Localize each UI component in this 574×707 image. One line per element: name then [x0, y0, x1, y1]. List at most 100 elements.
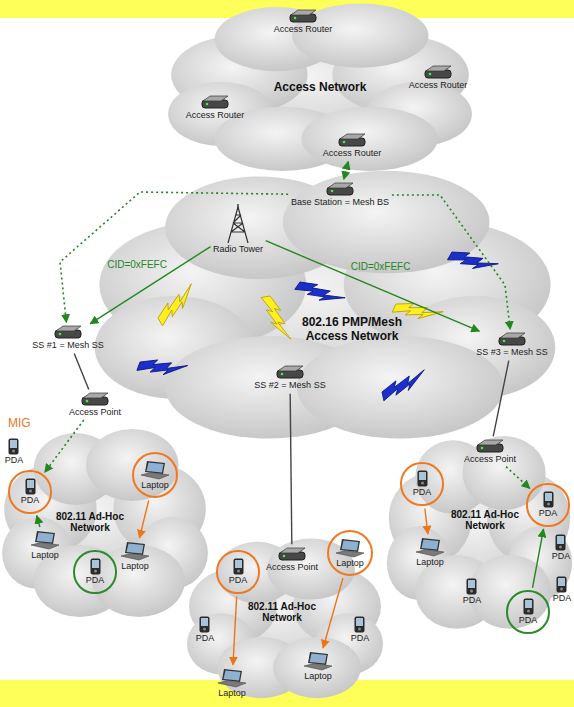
pda-body — [25, 479, 35, 495]
cloud-title-box: 802.11 Ad-Hoc Network — [50, 511, 130, 534]
device-label: Access Point — [464, 454, 516, 464]
router-device: SS #1 = Mesh SS — [32, 325, 103, 350]
laptop-icon — [121, 541, 149, 561]
router-led — [59, 333, 62, 336]
network-cloud: 802.11 Ad-Hoc NetworkAccess PointPDALapt… — [0, 425, 210, 625]
laptop-screen — [222, 669, 242, 682]
tower-frame — [228, 207, 248, 243]
network-cloud: 802.11 Ad-Hoc Network Access PointPDA Lapt… — [185, 535, 385, 705]
laptop-base — [304, 663, 332, 670]
label-box: MIG — [8, 416, 31, 430]
pda-device: PDA — [463, 578, 482, 605]
router-led — [429, 73, 432, 76]
router-device: Access Point — [266, 547, 318, 572]
cloud-lobe — [92, 545, 184, 617]
pda-body — [543, 492, 553, 508]
cloud-title: 802.11 Ad-Hoc Network — [50, 511, 130, 534]
laptop-base — [121, 553, 149, 560]
cloud-lobe — [273, 637, 361, 698]
laptop-screen — [420, 538, 440, 551]
router-top — [203, 96, 228, 101]
pda-device: PDA — [196, 616, 215, 643]
device-label: Laptop — [336, 558, 364, 568]
pda-device: PDA — [216, 550, 259, 593]
device-label: PDA — [21, 495, 40, 505]
router-icon — [277, 547, 307, 562]
laptop-screen — [308, 652, 328, 665]
pda-screen — [201, 618, 208, 626]
pda-button — [94, 570, 97, 573]
pda-button — [559, 546, 562, 549]
router-icon — [475, 439, 505, 454]
pda-button — [12, 450, 15, 453]
cloud-title: 802.11 Ad-Hoc Network — [445, 509, 525, 532]
router-top — [340, 134, 365, 139]
callout-label: MIG — [8, 416, 31, 430]
pda-button — [560, 588, 563, 591]
router-device: Base Station = Mesh BS — [291, 182, 389, 207]
device-label: PDA — [229, 575, 248, 585]
laptop-device: Laptop — [304, 651, 332, 681]
device-label: Laptop — [304, 671, 332, 681]
router-icon — [80, 392, 110, 407]
device-label: Access Router — [186, 110, 245, 120]
pda-screen — [468, 580, 475, 588]
device-label: SS #3 = Mesh SS — [476, 347, 547, 357]
router-led — [503, 340, 506, 343]
device-label: Laptop — [141, 480, 169, 490]
device-label: PDA — [539, 508, 558, 518]
device-label: PDA — [463, 595, 482, 605]
pda-device: PDA — [553, 576, 572, 603]
router-led — [294, 17, 297, 20]
router-icon — [200, 95, 230, 110]
pda-screen — [10, 440, 17, 448]
pda-button — [547, 503, 550, 506]
device-label: Access Router — [323, 148, 382, 158]
cloud-title: Access Network — [274, 81, 367, 95]
device-label: PDA — [196, 633, 215, 643]
device-label: PDA — [552, 551, 571, 561]
network-cloud: 802.16 PMP/Mesh Access Network Base Stati… — [90, 165, 560, 450]
cloud-lobe — [462, 436, 545, 510]
cloud-title: 802.11 Ad-Hoc Network — [242, 601, 322, 624]
router-icon — [423, 65, 453, 80]
tower-mast — [237, 204, 238, 208]
tower-icon — [223, 204, 253, 244]
device-label: PDA — [86, 575, 105, 585]
pda-body — [200, 617, 210, 633]
laptop-screen — [35, 531, 55, 544]
pda-screen — [92, 560, 99, 568]
router-led — [283, 555, 286, 558]
router-top — [426, 66, 451, 71]
router-device: Access Router — [274, 9, 333, 34]
device-label: Access Router — [409, 80, 468, 90]
pda-device: PDA — [351, 616, 370, 643]
pda-screen — [27, 480, 34, 488]
laptop-display — [147, 462, 164, 472]
pda-icon — [25, 478, 36, 495]
laptop-icon — [336, 538, 364, 558]
router-device: Access Router — [323, 133, 382, 158]
laptop-display — [37, 532, 54, 542]
router-top — [478, 440, 503, 445]
pda-device: PDA — [526, 483, 569, 526]
router-icon — [53, 325, 83, 340]
pda-device: PDA — [400, 462, 443, 505]
pda-device: PDA — [8, 470, 51, 513]
cloud-title: 802.16 PMP/Mesh Access Network — [296, 316, 408, 344]
device-label: PDA — [413, 487, 432, 497]
device-label: PDA — [351, 633, 370, 643]
pda-icon — [466, 578, 477, 595]
laptop-device: Laptop — [31, 530, 59, 560]
edge-label: CID=0xFEFC — [107, 259, 167, 270]
router-device: Access Router — [409, 65, 468, 90]
laptop-icon — [218, 668, 246, 688]
pda-button — [237, 570, 240, 573]
network-cloud: 802.11 Ad-Hoc NetworkAccess PointPDAPDAL… — [385, 432, 574, 637]
laptop-base — [141, 472, 169, 479]
pda-device: PDA — [506, 590, 549, 633]
router-led — [481, 447, 484, 450]
router-top — [500, 333, 525, 338]
laptop-device: Laptop — [327, 530, 373, 576]
